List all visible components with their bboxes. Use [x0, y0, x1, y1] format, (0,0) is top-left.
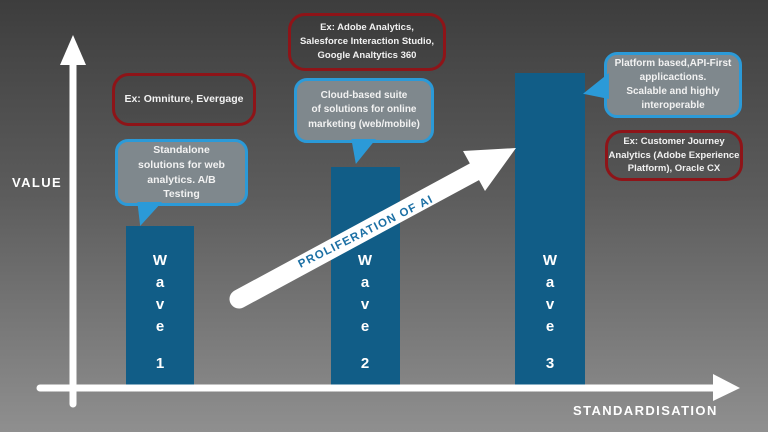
- wave1-bar: [126, 226, 194, 385]
- x-axis-arrowhead-icon: [713, 374, 740, 401]
- wave2-label: Wave 2: [356, 252, 374, 372]
- wave2-word: Wave: [356, 252, 374, 340]
- wave3-word: Wave: [541, 252, 559, 340]
- wave1-description-callout: Standalone solutions for web analytics. …: [115, 139, 248, 206]
- wave3-callout-tail: [583, 73, 609, 99]
- wave3-description-callout: Platform based,API-First applicactions. …: [604, 52, 742, 118]
- wave2-description-callout: Cloud-based suite of solutions for onlin…: [294, 78, 434, 143]
- wave3-example-callout: Ex: Customer Journey Analytics (Adobe Ex…: [605, 130, 743, 181]
- wave2-number: 2: [360, 355, 370, 372]
- ai-arrowhead-icon: [463, 148, 516, 191]
- wave1-number: 1: [155, 355, 165, 372]
- wave1-word: Wave: [151, 252, 169, 340]
- wave3-bar: [515, 73, 585, 385]
- wave1-label: Wave 1: [151, 252, 169, 372]
- x-axis-label: STANDARDISATION: [573, 403, 718, 418]
- wave1-example-callout: Ex: Omniture, Evergage: [112, 73, 256, 126]
- y-axis-arrowhead-icon: [60, 35, 86, 65]
- wave2-example-callout: Ex: Adobe Analytics, Salesforce Interact…: [288, 13, 446, 71]
- wave1-callout-tail: [137, 202, 162, 226]
- wave2-callout-tail: [351, 139, 376, 164]
- y-axis-label: VALUE: [12, 175, 63, 190]
- wave3-number: 3: [545, 355, 555, 372]
- wave3-label: Wave 3: [541, 252, 559, 372]
